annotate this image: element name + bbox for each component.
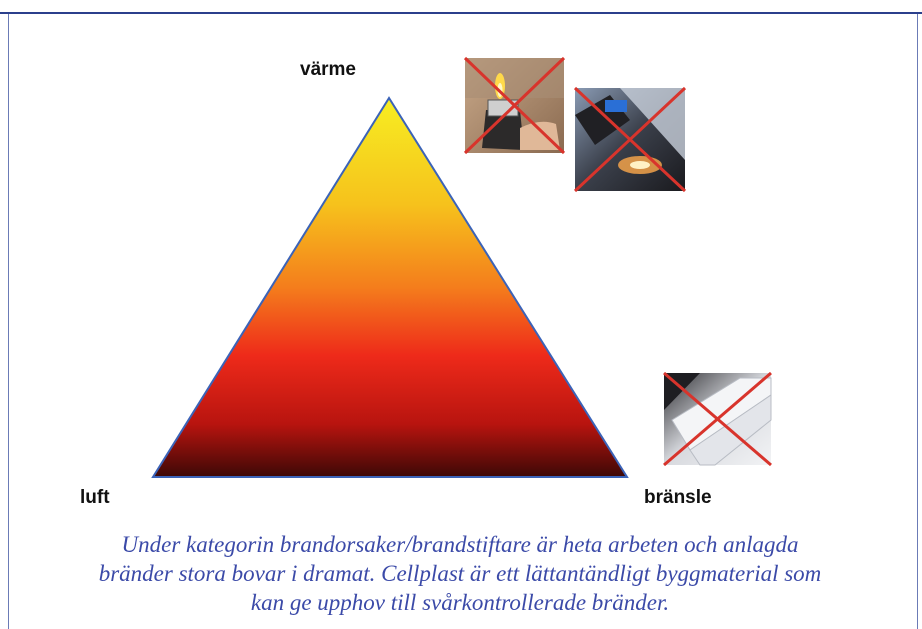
label-varme: värme [300,59,356,81]
label-luft: luft [80,487,110,509]
lighter-crossed-icon [465,58,564,153]
caption-line-1: Under kategorin brandorsaker/brandstifta… [20,530,900,559]
blowtorch-crossed-icon [575,88,685,191]
label-bransle: bränsle [644,487,712,509]
caption-line-2: bränder stora bovar i dramat. Cellplast … [20,559,900,588]
insulation-crossed-icon [664,373,771,465]
caption: Under kategorin brandorsaker/brandstifta… [20,530,900,617]
fire-triangle [153,98,627,477]
caption-line-3: kan ge upphov till svårkontrollerade brä… [20,588,900,617]
